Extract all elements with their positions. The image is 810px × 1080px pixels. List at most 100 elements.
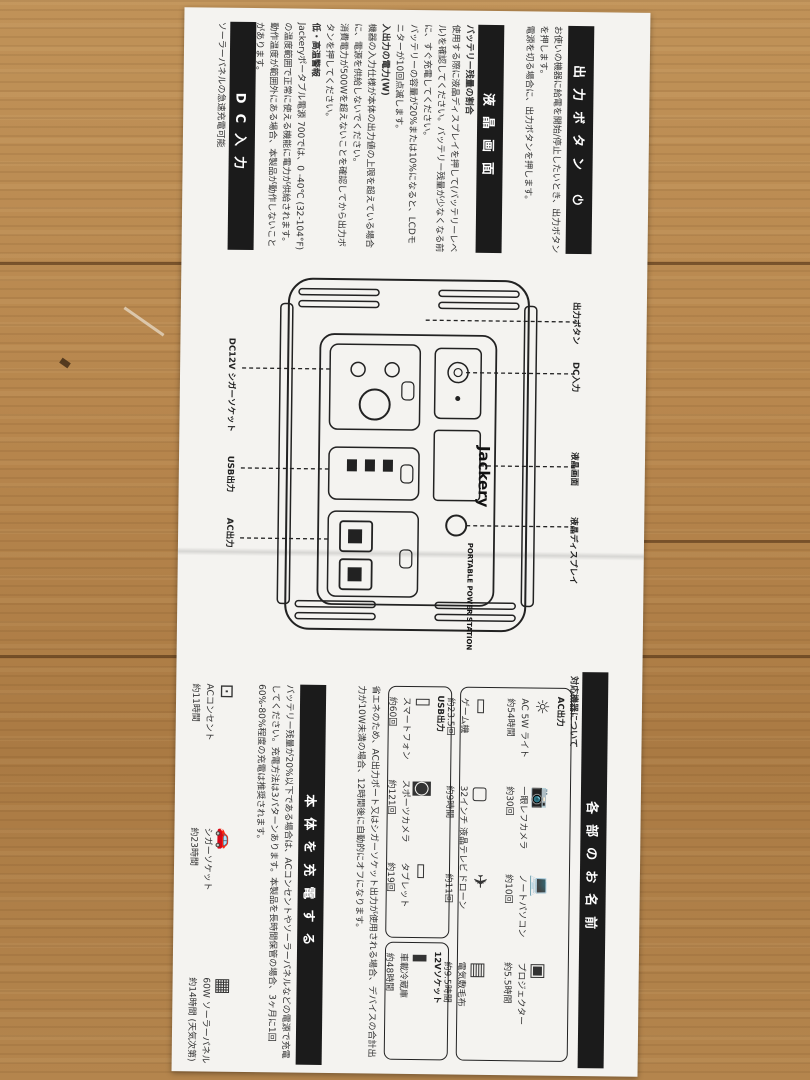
lcd-body-4: 消費電力が500Wを超えないことを確認してから出力ボタンを押してください。 [323,22,349,247]
lcd-body-2: バッテリーの容量が20%または10%になると、LCDモニターが10回点滅します。 [392,23,419,244]
charge-method-time: 約14時間 (天気次第) [185,977,197,1062]
power-button-body: お使いの機器に給電を開始/停止したいとき、出力ボタンを押します。 [537,25,563,254]
section-title-dc-input: DC入力 [227,21,257,251]
usb-item: ▯スマートフォン約60回 [384,696,435,760]
item-name: スマートフォン [400,696,412,760]
ac-item: ☼AC 5W ライト約54時間 [502,698,553,787]
section-title-lcd: 液晶画面 [475,24,505,254]
device-diagram: Jackery PORTABLE POWER STATION [238,277,576,651]
solar-panel-icon: ▦ [212,977,234,995]
callout-lcd: 液晶画面 [568,451,580,487]
ac-items-grid: ☼AC 5W ライト約54時間 📷一眼レフカメラ約30回 💻ノートパソコン約10… [439,697,553,1051]
item-name: 一眼レフカメラ [517,786,529,850]
section-title-charge: 本体を充電する [295,684,327,1065]
usb-item: ▭タブレット約19回 [383,862,432,908]
title-text: DC入力 [231,92,248,180]
lcd-heading-3: 低・高温警報 [309,22,321,77]
power-button [445,514,468,537]
charge-body: バッテリー残量が20%以下である場合は、ACコンセントやソーラーパネルなどの電源… [254,684,295,1059]
section-title-power-button: 出力ボタン ⏻ [565,25,595,255]
charge-method: ▦60W ソーラーパネル約14時間 (天気次第) [184,977,234,1064]
dc-input-port-box [433,347,483,420]
item-name: AC 5W ライト [518,698,530,759]
ac-item: ▣プロジェクター約5.5時間 [499,962,549,1051]
item-name: 車載冷蔵庫 [397,952,408,999]
device-side-panel [520,305,538,608]
usb-items: ▯スマートフォン約60回 ◙スポーツカメラ約121回 ▭タブレット約19回 [383,697,434,908]
dc-port [350,361,366,378]
product-label: PORTABLE POWER STATION [465,543,474,651]
ac-item: 📷一眼レフカメラ約30回 [501,786,552,875]
title-text: 出力ボタン ⏻ [569,65,587,216]
fridge-icon: ▮ [409,953,431,964]
callout-power-button: 出力ボタン [570,301,581,345]
item-name: 電気敷毛布 [455,961,466,1007]
title-text: 液晶画面 [479,92,496,185]
car-socket-box: 12Vソケット ▮車載冷蔵庫約48時間 [381,941,450,1061]
item-time: 約30回 [503,786,515,816]
drone-icon: ✈ [468,873,490,890]
projector-icon: ▣ [527,962,549,980]
car-item: ▮車載冷蔵庫約48時間 [381,952,431,999]
usb-port [346,459,358,472]
charge-method: 🚗シガーソケット約23時間 [186,827,235,891]
item-name: ゲーム機 [458,697,470,734]
dc-input-body: ソーラーパネルの急速充電可能 [214,21,227,148]
instruction-leaflet: 出力ボタン ⏻ お使いの機器に給電を開始/停止したいとき、出力ボタンを押します。… [171,7,651,1077]
item-name: ドローン [456,873,467,910]
callout-dc-input: DC入力 [569,361,581,393]
item-time: 約60回 [386,696,398,727]
light-icon: ☼ [530,698,553,715]
charge-method: ⊡ACコンセント約11時間 [188,683,237,741]
title-text: 各部のお名前 [582,801,600,940]
charge-method-name: シガーソケット [201,827,213,891]
item-time: 約121回 [385,779,397,815]
smartphone-icon: ▯ [412,697,435,708]
dc-input-port [447,361,469,384]
tv-icon: ▢ [469,785,492,804]
usb-item: ◙スポーツカメラ約121回 [383,779,433,843]
item-name: プロジェクター [515,962,526,1026]
lcd-body-3: 機器の入力仕様が本体の出力値の上限を超えている場合に、電源を供給しないでください… [350,23,377,249]
cigarette-socket [358,388,391,421]
callout-dc12v: DC12V シガーソケット [225,337,237,433]
item-time: 約10回 [502,874,513,904]
power-button-text: お使いの機器に給電を開始/停止したいとき、出力ボタンを押します。 電源を切る場合… [520,25,565,253]
lcd-heading-2: 入出力の電力(W) [379,23,391,96]
lcd-text: バッテリー残量の割合 使用する際に液晶ディスプレイを押して(バッテリーレベル)を… [250,22,477,253]
board-seam [620,540,810,543]
item-name: タブレット [398,862,410,908]
brand-logo: Jackery [474,445,493,508]
callout-lines [238,319,576,540]
ac-outlet-icon: ⊡ [216,683,238,699]
device-side-panel [276,302,294,605]
car-socket-header: 12Vソケット [431,951,443,1004]
camera-icon: 📷 [529,786,552,810]
callout-usb-output: USB出力 [224,455,236,493]
item-name: 32インチ 液晶テレビ [456,785,469,873]
lcd-body-1: 使用する際に液晶ディスプレイを押して(バッテリーレベル)を確認してください。バッ… [420,24,461,253]
usb-output-header: USB出力 [434,695,446,732]
dc-input-text: ソーラーパネルの急速充電可能 [212,22,229,250]
usb-switch [400,464,414,484]
item-time: 約5.5時間 [501,962,512,1004]
device-body-outline [284,277,530,633]
section-title-names: 各部のお名前 [577,672,609,1069]
item-name: スポーツカメラ [399,779,411,843]
item-time: 約54時間 [504,698,516,737]
charge-method-time: 約23時間 [188,827,199,866]
dc-port [384,362,400,378]
ac-outlet-area [326,510,420,598]
dc12v-port-area [328,343,422,431]
ac-switch [399,549,413,569]
item-time: 約48時間 [383,952,394,992]
ac-outlet [339,520,374,553]
charge-method-time: 約11時間 [189,683,201,722]
callout-ac-output: AC出力 [223,517,235,548]
tablet-icon: ▭ [410,862,433,880]
blanket-icon: ▤ [467,961,489,979]
laptop-icon: 💻 [528,874,550,898]
usb-port [382,459,394,472]
game-console-icon: ▭ [470,697,493,716]
usb-port-area [327,446,420,501]
